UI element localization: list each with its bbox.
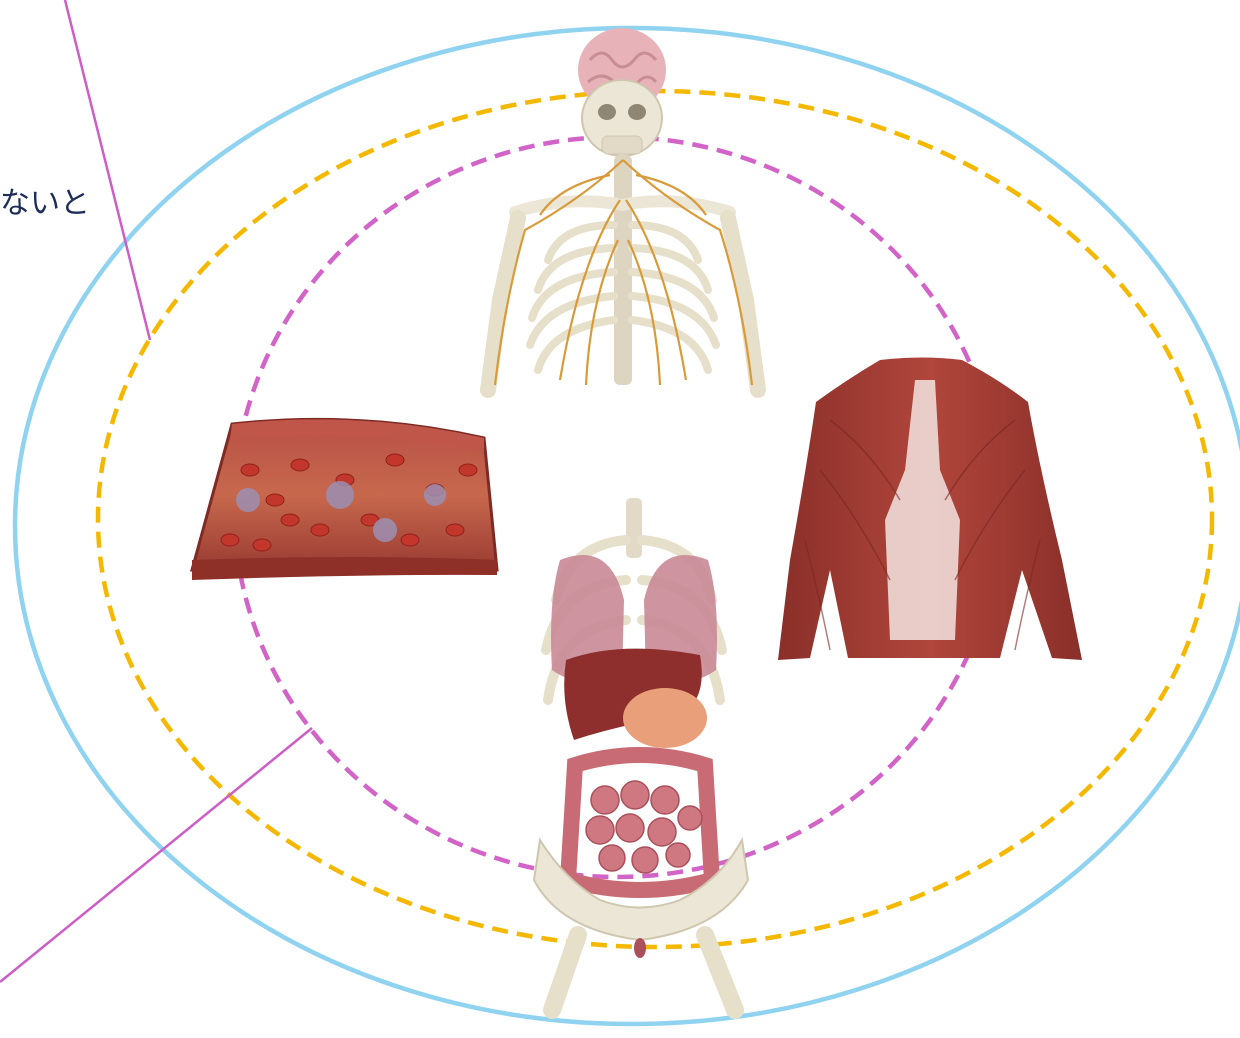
small-intestine bbox=[586, 781, 702, 873]
vessel-bottom-wall bbox=[192, 557, 497, 580]
eye-socket-right bbox=[628, 104, 646, 120]
neck-spine bbox=[626, 498, 642, 558]
leader-line-top bbox=[65, 0, 150, 340]
upper-arm-left bbox=[488, 218, 518, 390]
upper-arm-right bbox=[728, 218, 758, 390]
leader-line-bottom bbox=[0, 728, 312, 982]
femur-left bbox=[552, 935, 578, 1010]
internal-organs-illustration bbox=[534, 498, 748, 1010]
eye-socket-left bbox=[598, 104, 616, 120]
blood-vessel-illustration bbox=[192, 419, 497, 580]
rectum bbox=[634, 938, 646, 958]
jaw bbox=[602, 136, 642, 154]
back-muscles-illustration bbox=[778, 358, 1082, 661]
partial-caption-text: ないと bbox=[0, 178, 90, 222]
skeleton-nerves-illustration bbox=[488, 28, 758, 390]
stomach bbox=[623, 688, 707, 748]
